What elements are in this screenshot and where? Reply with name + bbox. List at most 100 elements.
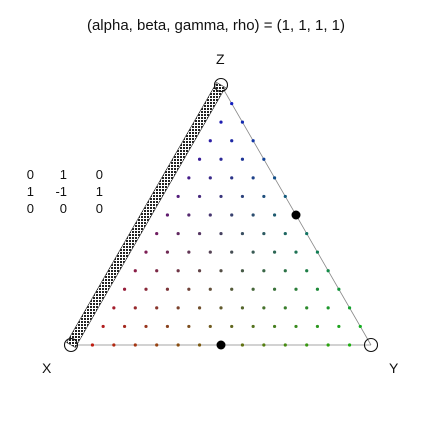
grid-point [305, 231, 309, 236]
grid-point [187, 250, 191, 254]
grid-point [272, 287, 277, 291]
grid-point [133, 343, 137, 347]
grid-point [187, 324, 191, 329]
grid-point [133, 306, 137, 310]
grid-point [262, 231, 266, 236]
grid-point [219, 269, 223, 273]
grid-point [187, 287, 191, 291]
matrix-cell: 0 [26, 201, 34, 216]
grid-point [165, 213, 170, 217]
grid-point [240, 343, 245, 347]
grid-point [230, 176, 234, 180]
grid-point [208, 213, 212, 217]
grid-point [283, 194, 287, 199]
grid-point [294, 324, 298, 329]
matrix-row: 0 1 0 [14, 167, 103, 184]
grid-point [230, 101, 234, 106]
matrix-cell: 1 [59, 167, 67, 182]
matrix-row: 0 0 0 [14, 201, 103, 218]
highlighted-edge-band [66, 82, 226, 348]
parameter-matrix: 0 1 0 1 -1 1 0 0 0 [14, 167, 103, 218]
grid-point [337, 287, 341, 291]
grid-point [176, 194, 180, 199]
grid-point [165, 250, 170, 254]
grid-point [262, 194, 266, 199]
grid-point [208, 176, 212, 180]
grid-point [122, 287, 127, 291]
grid-point [197, 194, 202, 199]
grid-point [197, 231, 202, 236]
grid-point [155, 231, 159, 236]
grid-point [347, 306, 352, 310]
grid-point [294, 287, 298, 291]
grid-point [240, 157, 245, 161]
grid-point [315, 287, 320, 291]
grid-point [230, 213, 234, 217]
grid-point [283, 231, 287, 236]
filled-point [216, 340, 226, 350]
grid-point [176, 231, 180, 236]
matrix-cell: 0 [59, 201, 67, 216]
grid-point [358, 324, 362, 329]
grid-point [240, 306, 245, 310]
grid-point [176, 269, 180, 273]
grid-point [155, 343, 159, 347]
vertex-label-y: Y [389, 360, 399, 376]
grid-point [144, 324, 148, 329]
grid-point [337, 324, 341, 329]
matrix-cell: 0 [95, 167, 103, 182]
grid-point [176, 343, 180, 347]
vertex-marker-x [63, 337, 79, 353]
grid-point [305, 269, 309, 273]
grid-point [305, 306, 309, 310]
grid-point [251, 287, 255, 291]
grid-point [165, 287, 170, 291]
grid-point [219, 120, 223, 124]
grid-point [219, 231, 223, 236]
grid-point [240, 120, 245, 124]
grid-point [240, 194, 245, 199]
grid-point [144, 250, 148, 254]
grid-point [90, 343, 95, 347]
grid-point [315, 324, 320, 329]
grid-point [112, 343, 116, 347]
grid-point [251, 213, 255, 217]
grid-point [272, 176, 277, 180]
grid-point [230, 324, 234, 329]
grid-point [187, 213, 191, 217]
grid-point [101, 324, 105, 329]
grid-point [230, 287, 234, 291]
grid-point [326, 269, 330, 273]
matrix-cell: -1 [55, 184, 67, 199]
grid-point [208, 139, 212, 143]
grid-point [294, 250, 298, 254]
grid-point [305, 343, 309, 347]
grid-point [283, 269, 287, 273]
grid-point [165, 324, 170, 329]
grid-point [187, 176, 191, 180]
filled-point [291, 210, 301, 220]
grid-point [240, 231, 245, 236]
grid-point [133, 269, 137, 273]
grid-point [144, 287, 148, 291]
grid-point [251, 250, 255, 254]
grid-point [112, 306, 116, 310]
grid-point [230, 250, 234, 254]
grid-point [262, 269, 266, 273]
vertex-marker-z [213, 77, 229, 93]
grid-point [262, 343, 266, 347]
grid-point [176, 306, 180, 310]
grid-point [155, 306, 159, 310]
matrix-cell: 0 [95, 201, 103, 216]
grid-point [208, 287, 212, 291]
grid-point [251, 139, 255, 143]
grid-point [326, 306, 330, 310]
grid-point [315, 250, 320, 254]
matrix-cell: 0 [26, 167, 34, 182]
vertex-marker-y [363, 337, 379, 353]
grid-point [219, 306, 223, 310]
vertex-label-x: X [42, 360, 52, 376]
matrix-row: 1 -1 1 [14, 184, 103, 201]
